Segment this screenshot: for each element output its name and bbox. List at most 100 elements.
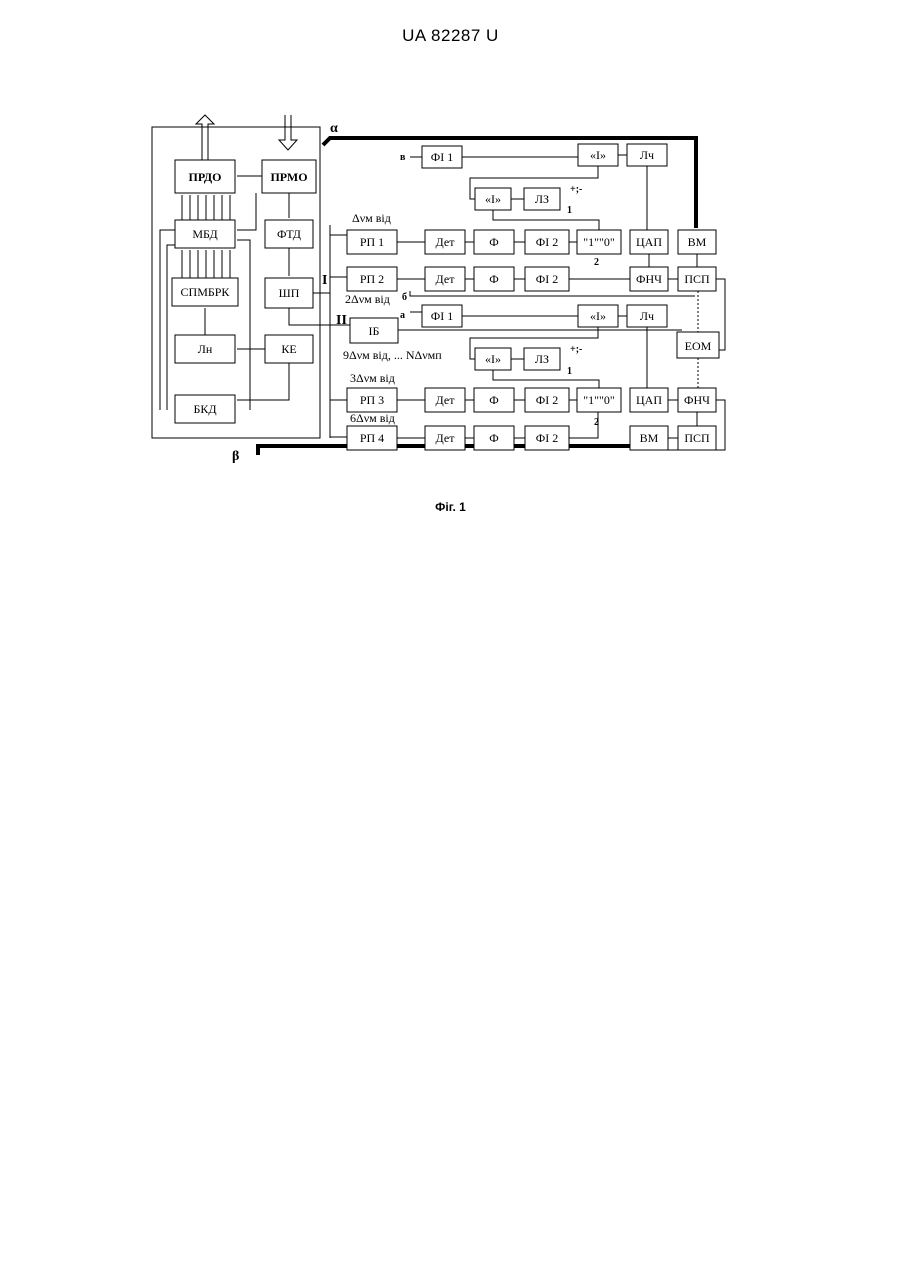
label-2-bottom: 2: [594, 417, 599, 428]
block-ftd-label: ФТД: [277, 227, 301, 241]
block-eom-label: ЕОМ: [685, 339, 712, 353]
block-vm-top-label: ВМ: [688, 235, 707, 249]
output-arrow: [196, 115, 214, 160]
label-2-top: 2: [594, 257, 599, 268]
block-fnch-top: ФНЧ: [630, 267, 668, 291]
block-eom: ЕОМ: [677, 332, 719, 358]
block-mbd-label: МБД: [192, 227, 217, 241]
block-rp3-label: РП 3: [360, 393, 384, 407]
block-shp: ШП: [265, 278, 313, 308]
block-f3: Ф: [474, 388, 514, 412]
block-psp-bot-label: ПСП: [684, 431, 710, 445]
block-ib: ІБ: [350, 318, 398, 343]
block-lch-bot: Лч: [627, 305, 667, 327]
block-prdo-label: ПРДО: [189, 170, 222, 184]
block-fnch-bot-label: ФНЧ: [684, 393, 710, 407]
block-fi1-bot-label: ФІ 1: [431, 309, 453, 323]
label-1-bottom: 1: [567, 366, 572, 377]
block-det4-label: Дет: [436, 431, 456, 445]
block-det2-label: Дет: [436, 272, 456, 286]
block-prmo-label: ПРМО: [270, 170, 307, 184]
block-ftd: ФТД: [265, 220, 313, 248]
block-det1-label: Дет: [436, 235, 456, 249]
block-fi1-bot: ФІ 1: [422, 305, 462, 327]
block-f1: Ф: [474, 230, 514, 254]
block-fi2-4-label: ФІ 2: [536, 431, 558, 445]
block-f3-label: Ф: [489, 393, 498, 407]
block-sw-top: "1""0": [577, 230, 621, 254]
block-i-bot-label: «І»: [590, 309, 606, 323]
label-dv9: 9Δνм від, ... NΔνмп: [343, 348, 442, 362]
block-fnch-bot: ФНЧ: [678, 388, 716, 412]
block-spmbrk-label: СПМБРК: [181, 285, 231, 299]
label-dv2: 2Δνм від: [345, 292, 390, 306]
block-rp3: РП 3: [347, 388, 397, 412]
figure-caption: Фіг. 1: [0, 500, 901, 514]
label-beta: β: [232, 449, 239, 464]
block-rp4-label: РП 4: [360, 431, 384, 445]
distribution-bus: [320, 225, 347, 438]
block-prmo: ПРМО: [262, 160, 316, 193]
block-cap-top-label: ЦАП: [636, 235, 662, 249]
block-ln-label: Лн: [198, 342, 213, 356]
block-psp-top: ПСП: [678, 267, 716, 291]
block-vm-bot: ВМ: [630, 426, 668, 450]
block-lz-top-label: ЛЗ: [535, 192, 549, 206]
block-ke-label: КЕ: [281, 342, 296, 356]
label-plusminus-top: +;-: [570, 184, 582, 195]
block-lz-bot-label: ЛЗ: [535, 352, 549, 366]
block-lz-top: ЛЗ: [524, 188, 560, 210]
block-rp1: РП 1: [347, 230, 397, 254]
label-b-mid: б: [402, 292, 407, 303]
block-f1-label: Ф: [489, 235, 498, 249]
block-det2: Дет: [425, 267, 465, 291]
block-rp2-label: РП 2: [360, 272, 384, 286]
input-arrow: [279, 115, 297, 150]
block-diagram: ПРДО ПРМО МБД ФТД СПМБРК ШП Лн КЕ БКД: [140, 110, 740, 475]
block-shp-label: ШП: [279, 286, 300, 300]
block-lz-bot: ЛЗ: [524, 348, 560, 370]
block-fi2-3-label: ФІ 2: [536, 393, 558, 407]
block-lch-top-label: Лч: [640, 148, 654, 162]
block-fi2-3: ФІ 2: [525, 388, 569, 412]
label-I: I: [322, 273, 327, 288]
block-sw-top-label: "1""0": [583, 235, 615, 249]
block-rp2: РП 2: [347, 267, 397, 291]
block-lch-bot-label: Лч: [640, 309, 654, 323]
block-spmbrk: СПМБРК: [172, 278, 238, 306]
block-ib-label: ІБ: [369, 324, 380, 338]
block-fi2-2: ФІ 2: [525, 267, 569, 291]
block-i2-bot: «І»: [475, 348, 511, 370]
block-fi2-2-label: ФІ 2: [536, 272, 558, 286]
label-dv3: 3Δνм від: [350, 371, 395, 385]
label-dv1: Δνм від: [352, 211, 391, 225]
block-psp-bot: ПСП: [678, 426, 716, 450]
label-v-top: в: [400, 152, 406, 163]
patent-header: UA 82287 U: [0, 26, 901, 46]
block-det3-label: Дет: [436, 393, 456, 407]
label-plusminus-bottom: +;-: [570, 344, 582, 355]
block-fi1-top-label: ФІ 1: [431, 150, 453, 164]
block-lch-top: Лч: [627, 144, 667, 166]
block-det4: Дет: [425, 426, 465, 450]
block-det3: Дет: [425, 388, 465, 412]
block-i-top: «І»: [578, 144, 618, 166]
label-a-bottom: а: [400, 310, 405, 321]
block-cap-top: ЦАП: [630, 230, 668, 254]
block-i2-top-label: «І»: [485, 192, 501, 206]
block-rp4: РП 4: [347, 426, 397, 450]
block-fi2-4: ФІ 2: [525, 426, 569, 450]
block-i2-bot-label: «І»: [485, 352, 501, 366]
block-fi1-top: ФІ 1: [422, 146, 462, 168]
block-cap-bot: ЦАП: [630, 388, 668, 412]
block-f4-label: Ф: [489, 431, 498, 445]
block-psp-top-label: ПСП: [684, 272, 710, 286]
block-mbd: МБД: [175, 220, 235, 248]
label-alpha: α: [330, 121, 338, 136]
block-sw-bot: "1""0": [577, 388, 621, 412]
block-rp1-label: РП 1: [360, 235, 384, 249]
label-dv6: 6Δνм від: [350, 411, 395, 425]
block-f2-label: Ф: [489, 272, 498, 286]
block-i2-top: «І»: [475, 188, 511, 210]
block-vm-bot-label: ВМ: [640, 431, 659, 445]
